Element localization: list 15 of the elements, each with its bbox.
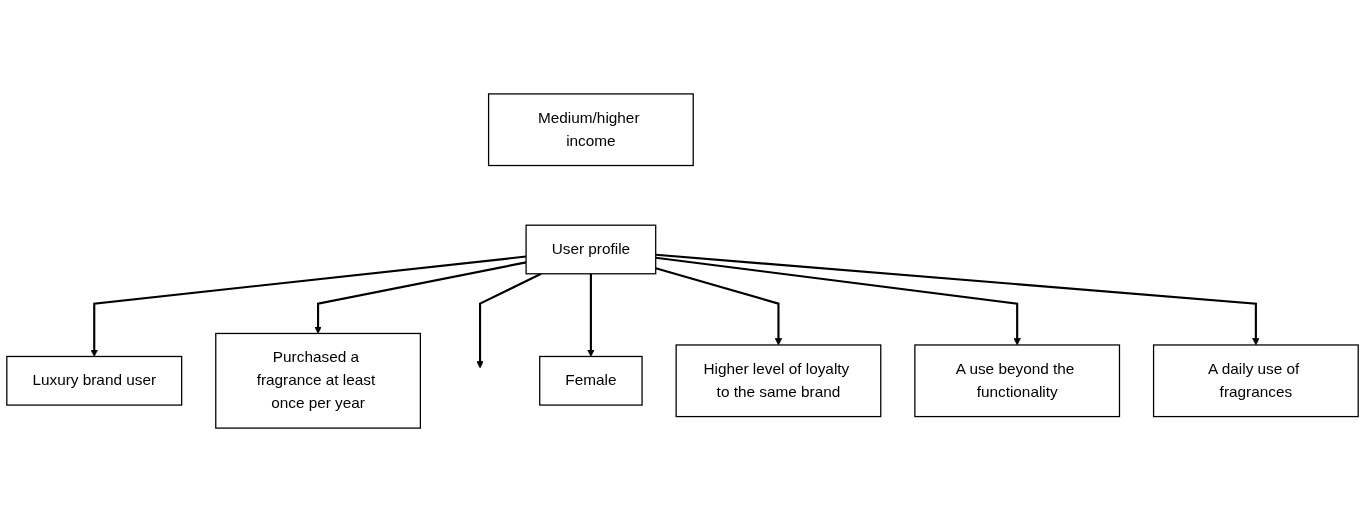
text-box: Female [539, 355, 643, 406]
arrow [655, 267, 783, 346]
text-box: Purchased a fragrance at least once per year [215, 332, 421, 429]
text-box: A use beyond the functionality [914, 344, 1121, 418]
arrow [90, 255, 527, 357]
text-box: User profile [525, 224, 657, 275]
arrow [655, 256, 1021, 346]
text-box: Medium/higher income [487, 93, 694, 167]
text-box: A daily use of fragrances [1152, 344, 1359, 418]
arrow [476, 272, 542, 369]
text-box: Luxury brand user [6, 355, 183, 406]
text-box: Higher level of loyalty to the same brand [675, 344, 882, 418]
arrow [314, 261, 527, 334]
arrow [655, 253, 1260, 346]
arrow [587, 273, 595, 357]
